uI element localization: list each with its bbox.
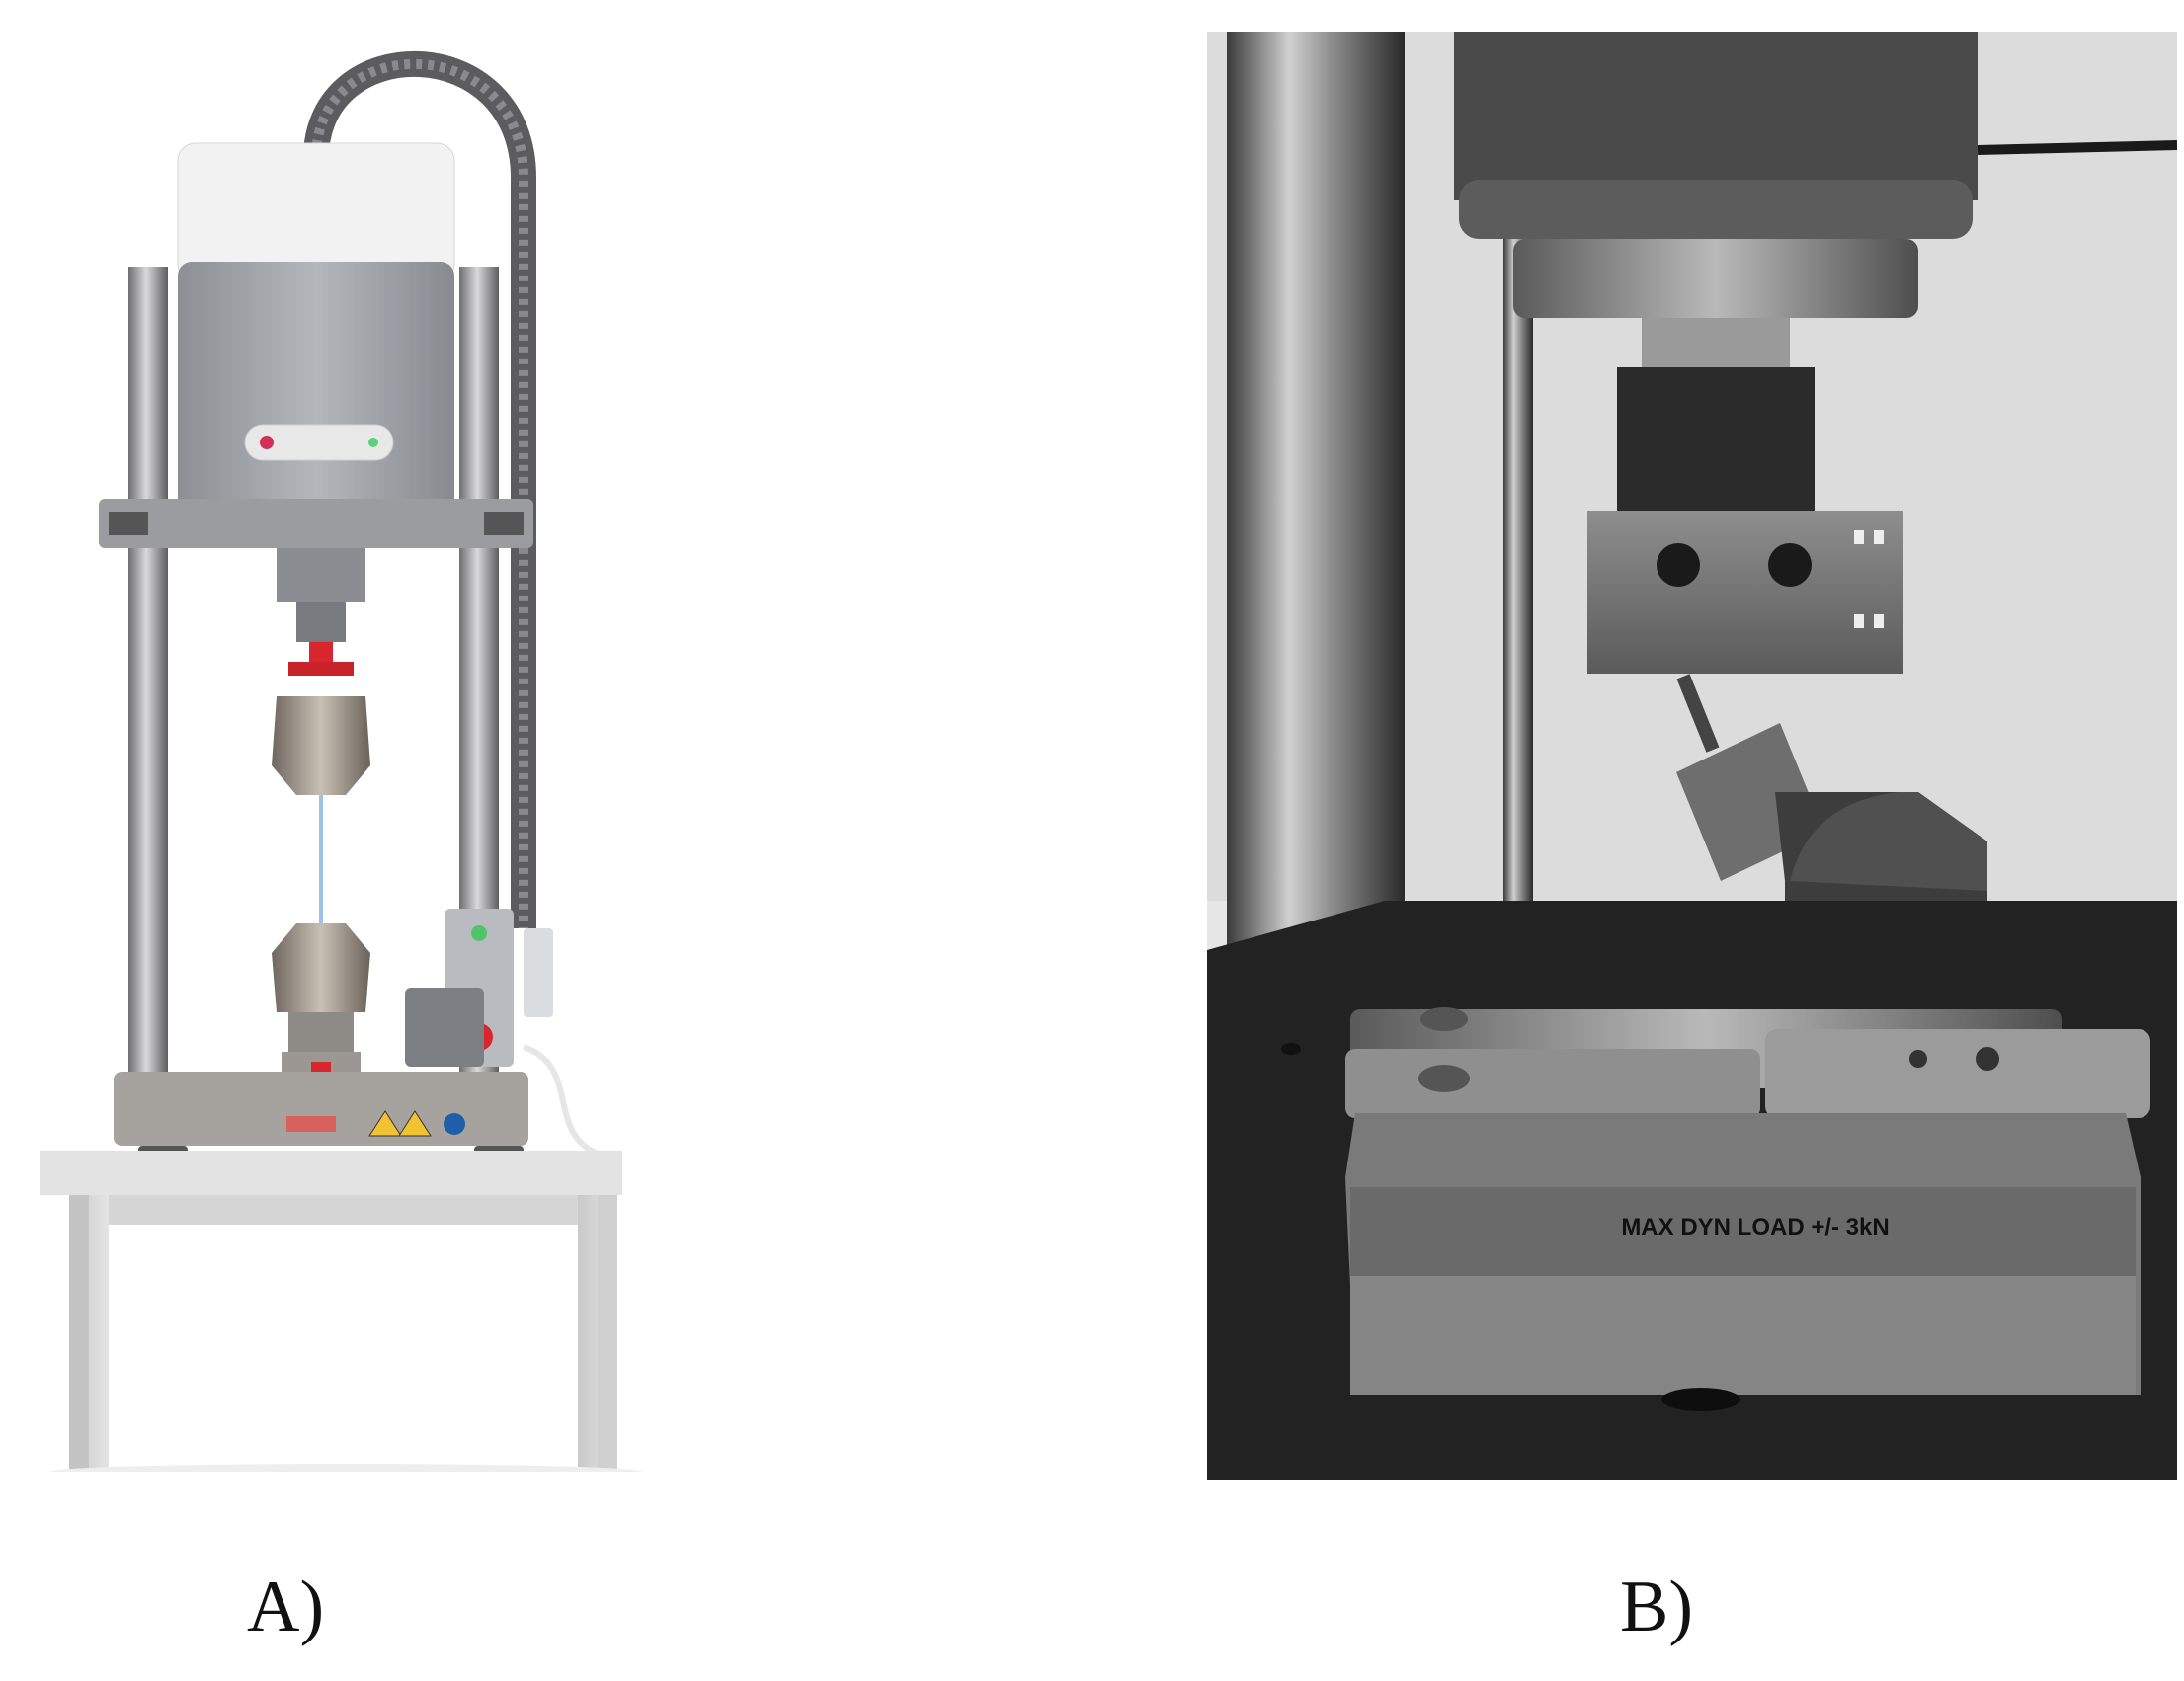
table-top — [40, 1151, 622, 1195]
specimen — [319, 795, 323, 923]
crosshead — [99, 499, 533, 548]
loading-pin — [1676, 674, 1720, 753]
brand-badge — [244, 424, 394, 461]
panel-b-caption: B) — [1620, 1566, 1693, 1647]
panel-a-testing-machine-photo — [30, 40, 652, 1472]
fixture-closeup-illustration: MAX DYN LOAD +/- 3kN — [1207, 32, 2177, 1480]
machine-column — [1227, 32, 1405, 950]
lower-grip — [272, 923, 370, 1012]
panel-b-fixture-closeup-photo: MAX DYN LOAD +/- 3kN — [1207, 32, 2177, 1480]
max-load-engraving: MAX DYN LOAD +/- 3kN — [1621, 1214, 1889, 1241]
machine-base — [114, 1072, 528, 1146]
left-column — [128, 267, 168, 1086]
upper-grip — [272, 696, 370, 795]
upper-clamp — [1587, 511, 1903, 674]
panel-a-caption: A) — [247, 1566, 325, 1647]
testing-machine-illustration — [40, 50, 642, 1472]
upper-loading-block — [1617, 367, 1815, 511]
